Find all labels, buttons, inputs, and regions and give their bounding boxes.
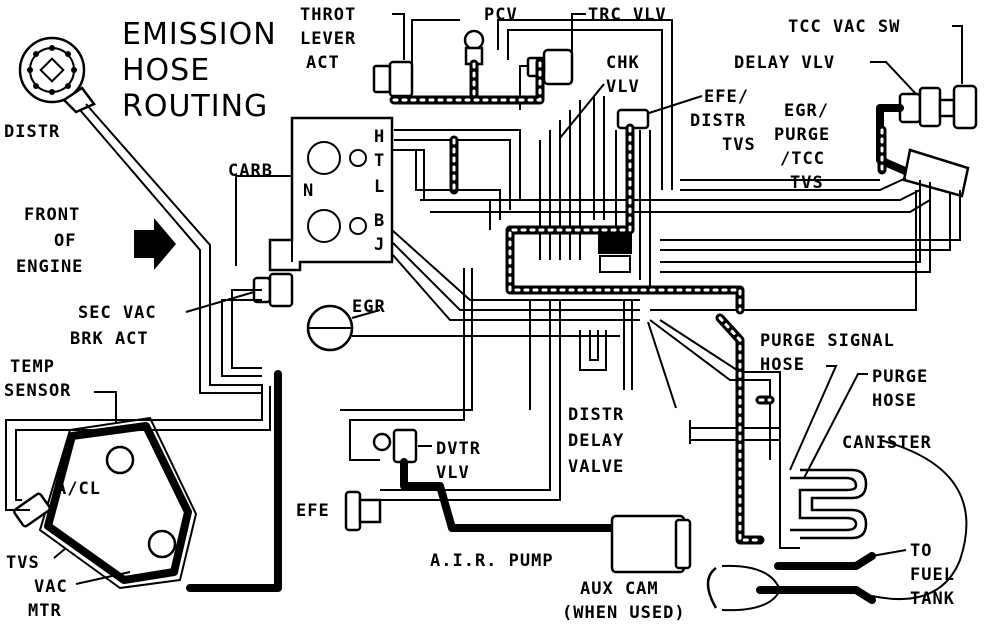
distributor	[18, 36, 96, 114]
pcv-valve	[463, 29, 485, 66]
label-when-used: (WHEN USED)	[562, 603, 686, 623]
label-delay-vlv: DELAY VLV	[734, 53, 835, 73]
label-tvs-left: TVS	[6, 553, 40, 573]
label-a-cl: A/CL	[56, 479, 101, 499]
label-tcc-slash: /TCC	[780, 149, 825, 169]
label-air-pump: A.I.R. PUMP	[430, 551, 554, 571]
trc-valve	[526, 48, 574, 86]
label-tvs-efe: TVS	[722, 135, 756, 155]
front-arrow-icon	[134, 218, 176, 270]
tcc-vac-switch	[898, 84, 978, 130]
label-act: ACT	[306, 53, 340, 73]
label-trc-vlv: TRC VLV	[588, 5, 667, 25]
label-distr-delay: DISTR	[568, 405, 624, 425]
air-cleaner	[13, 416, 198, 590]
port-l: L	[374, 177, 385, 197]
label-egr-slash: EGR/	[784, 101, 829, 121]
label-sensor: SENSOR	[4, 381, 71, 401]
label-tcc-vac-sw: TCC VAC SW	[788, 17, 900, 37]
label-efe-slash: EFE/	[704, 87, 749, 107]
label-aux-cam: AUX CAM	[580, 579, 659, 599]
label-chk: CHK	[606, 53, 640, 73]
label-tvs-egr: TVS	[790, 173, 824, 193]
label-canister: CANISTER	[842, 433, 932, 453]
label-vlv-dvtr: VLV	[436, 463, 470, 483]
throttle-lever-actuator	[372, 60, 414, 98]
label-fuel: FUEL	[910, 565, 955, 585]
label-distr: DISTR	[4, 122, 60, 142]
label-efe: EFE	[296, 501, 330, 521]
label-of: OF	[54, 231, 76, 251]
port-h: H	[374, 127, 385, 147]
efe-actuator	[344, 490, 382, 532]
port-n: N	[303, 181, 314, 201]
port-b: B	[374, 211, 385, 231]
egr-purge-tcc-tvs	[902, 148, 970, 198]
label-front: FRONT	[24, 205, 80, 225]
label-purge-signal-hose: HOSE	[760, 355, 805, 375]
title-line-3: ROUTING	[122, 89, 268, 124]
label-pcv: PCV	[484, 5, 518, 25]
label-purge-tvs: PURGE	[774, 125, 830, 145]
egr-valve	[306, 304, 354, 352]
label-carb: CARB	[228, 161, 273, 181]
label-lever: LEVER	[300, 29, 356, 49]
upper-hose-bundle	[392, 19, 961, 311]
label-sec-vac: SEC VAC	[78, 303, 157, 323]
port-j: J	[374, 235, 385, 255]
label-throt: THROT	[300, 5, 356, 25]
sec-vac-brk-actuator	[252, 272, 294, 308]
aux-canister	[706, 564, 782, 612]
title-line-1: EMISSION	[122, 17, 277, 52]
label-dvtr: DVTR	[436, 439, 481, 459]
diagram-title: EMISSION HOSE ROUTING	[122, 17, 277, 124]
label-vac: VAC	[34, 577, 68, 597]
label-temp: TEMP	[10, 357, 55, 377]
canister	[790, 439, 968, 600]
label-egr: EGR	[352, 297, 386, 317]
label-distr-tvs: DISTR	[690, 111, 746, 131]
label-purge: PURGE	[872, 367, 928, 387]
label-mtr: MTR	[28, 601, 62, 621]
title-line-2: HOSE	[122, 53, 210, 88]
label-engine: ENGINE	[16, 257, 83, 277]
front-of-engine: FRONT OF ENGINE	[16, 205, 176, 277]
port-t: T	[374, 151, 385, 171]
carburetor	[268, 116, 394, 272]
label-delay-valve-1: DELAY	[568, 431, 624, 451]
label-delay-valve-2: VALVE	[568, 457, 624, 477]
label-to: TO	[910, 541, 932, 561]
dvtr-valve	[372, 428, 418, 464]
label-vlv-chk: VLV	[606, 77, 640, 97]
label-purge-signal: PURGE SIGNAL	[760, 331, 895, 351]
label-tank: TANK	[910, 589, 955, 609]
label-brk-act: BRK ACT	[70, 329, 149, 349]
air-pump	[610, 514, 692, 574]
label-purge-hose: HOSE	[872, 391, 917, 411]
